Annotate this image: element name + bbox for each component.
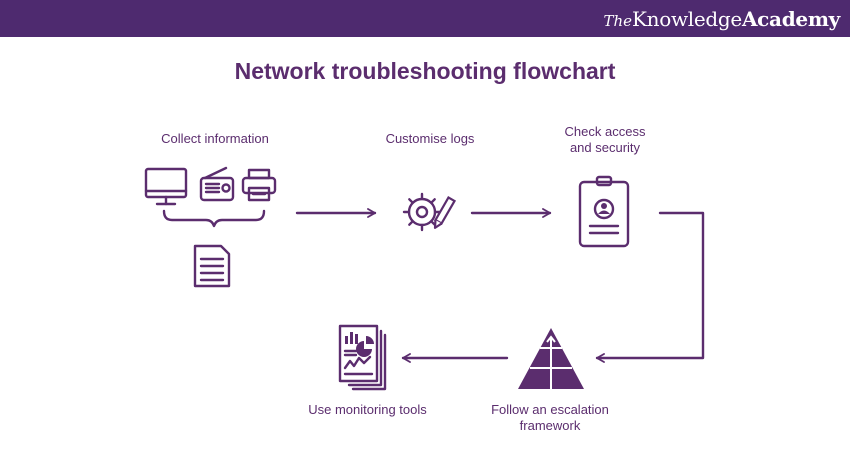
document-icon bbox=[193, 244, 231, 288]
step-label-logs: Customise logs bbox=[385, 131, 475, 146]
pyramid-icon bbox=[518, 328, 584, 389]
header-bar: TheKnowledgeAcademy bbox=[0, 0, 850, 37]
step-label-collect: Collect information bbox=[161, 131, 269, 146]
arrow-check-to-escalate bbox=[595, 211, 705, 363]
step-label-escalate: Follow an escalation framework bbox=[491, 402, 609, 433]
id-badge-icon bbox=[578, 175, 630, 248]
step-label-check: Check access and security bbox=[564, 124, 646, 155]
page-title: Network troubleshooting flowchart bbox=[234, 58, 616, 84]
monitor-icon bbox=[144, 167, 188, 206]
gear-pencil-icon bbox=[402, 192, 457, 232]
brand-logo: TheKnowledgeAcademy bbox=[603, 7, 840, 31]
step-label-monitor: Use monitoring tools bbox=[308, 402, 427, 417]
brace-icon bbox=[162, 209, 266, 228]
printer-icon bbox=[241, 168, 277, 202]
report-icon bbox=[338, 324, 387, 391]
radio-icon bbox=[199, 166, 235, 202]
